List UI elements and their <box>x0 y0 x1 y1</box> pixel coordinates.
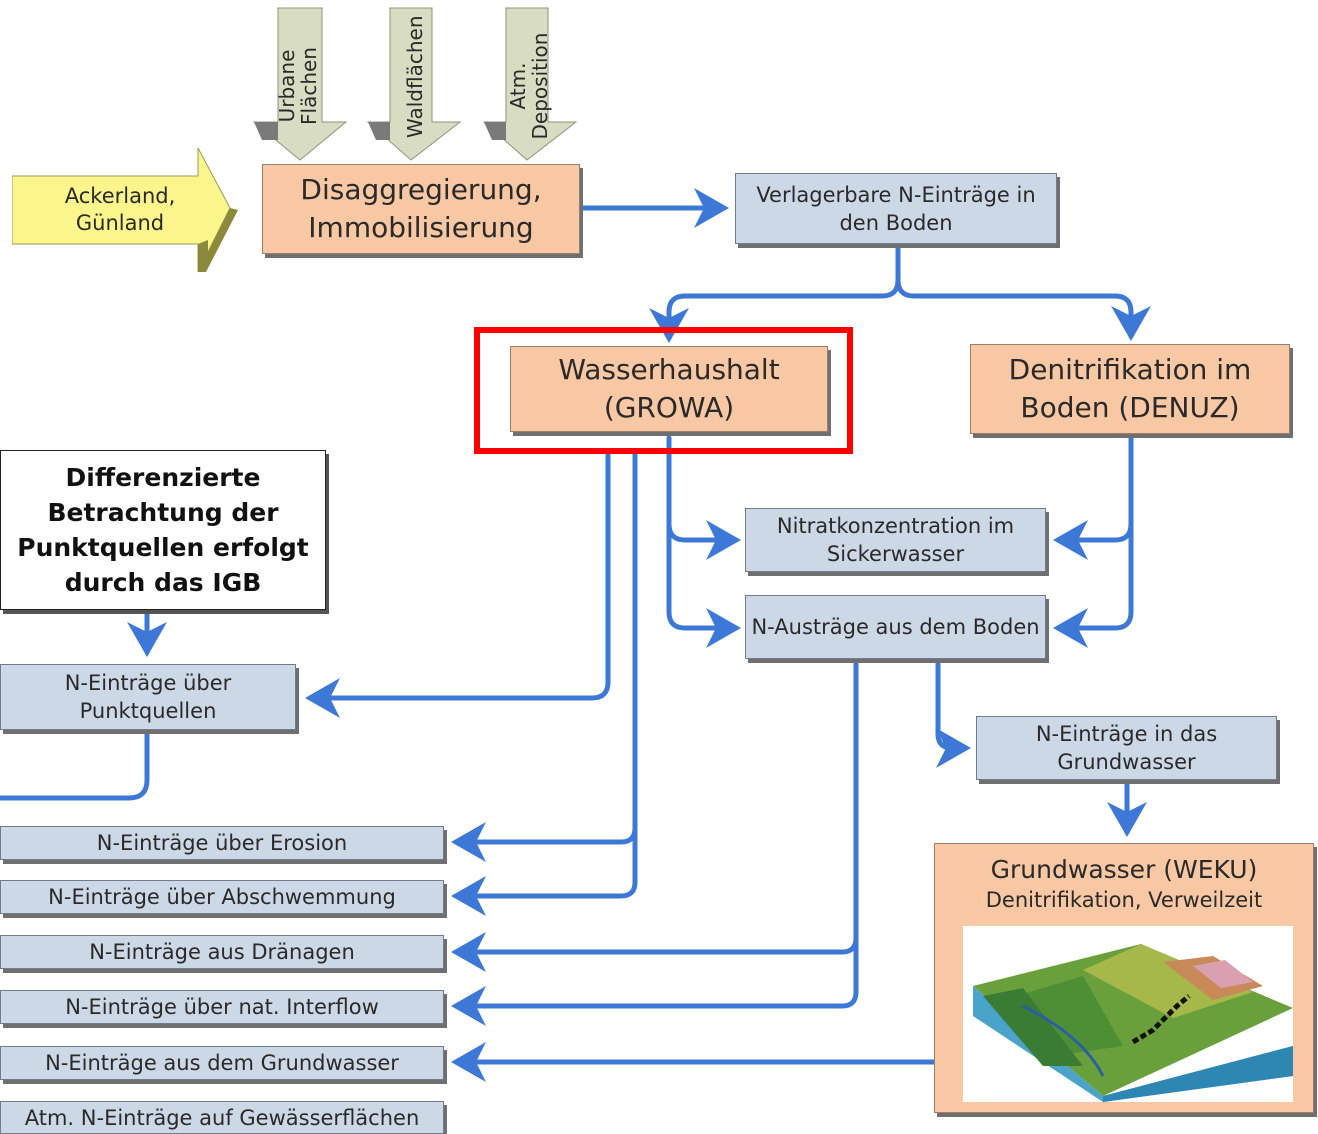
flow-to-denuz <box>895 277 1151 341</box>
flow-verlagerbare-split <box>649 243 901 343</box>
output-grundwasser: N-Einträge aus dem Grundwasser <box>0 1046 444 1080</box>
flow-denuz-to-nitrat <box>1053 435 1134 560</box>
output-abschwemmung: N-Einträge über Abschwemmung <box>0 880 444 914</box>
nitratkonzentration-box: Nitratkonzentration im Sickerwasser <box>745 508 1046 572</box>
weku-subtitle: Denitrifikation, Verweilzeit <box>985 888 1263 912</box>
output-atm-gewaesser: Atm. N-Einträge auf Gewässerflächen <box>0 1101 444 1134</box>
flow-austraege-to-gw-entry <box>935 661 971 768</box>
highlight-frame <box>474 327 853 454</box>
flow-denuz-to-austraege <box>1053 521 1134 648</box>
disaggregierung-box: Disaggregierung, Immobilisierung <box>262 164 580 254</box>
weku-title: Grundwasser (WEKU) <box>990 855 1258 884</box>
output-interflow: N-Einträge über nat. Interflow <box>0 990 444 1024</box>
flow-austraege-to-draenagen <box>451 661 859 972</box>
terrain-image <box>963 926 1293 1102</box>
flow-austraege-to-interflow <box>451 935 859 1026</box>
flow-punktquellen-out <box>0 731 150 801</box>
source-arrows-shapes <box>252 7 578 161</box>
ackerland-arrow-shape <box>12 148 238 273</box>
n-eintraege-grundwasser-box: N-Einträge in das Grundwasser <box>976 716 1277 780</box>
atm-deposition-label: Atm.Deposition <box>506 32 552 140</box>
flow-growa-to-punktquellen <box>305 452 611 718</box>
grundwasser-weku-box: Grundwasser (WEKU) Denitrifikation, Verw… <box>934 843 1314 1113</box>
waldflaechen-label: Waldflächen <box>403 15 427 138</box>
n-austraege-box: N-Austräge aus dem Boden <box>745 595 1046 659</box>
output-erosion: N-Einträge über Erosion <box>0 826 444 860</box>
denitrifikation-box: Denitrifikation im Boden (DENUZ) <box>970 344 1290 434</box>
verlagerbare-eintraege-box: Verlagerbare N-Einträge in den Boden <box>735 173 1057 244</box>
output-draenagen: N-Einträge aus Dränagen <box>0 935 444 969</box>
flow-growa-to-austraege <box>666 521 741 648</box>
ackerland-label: Ackerland, Günland <box>64 184 176 235</box>
wasserhaushalt-box: Wasserhaushalt (GROWA) <box>510 346 828 432</box>
igb-note-box: Differenzierte Betrachtung der Punktquel… <box>0 450 326 610</box>
flow-growa-to-abschwemmung <box>451 825 638 916</box>
punktquellen-box: N-Einträge über Punktquellen <box>0 664 296 730</box>
